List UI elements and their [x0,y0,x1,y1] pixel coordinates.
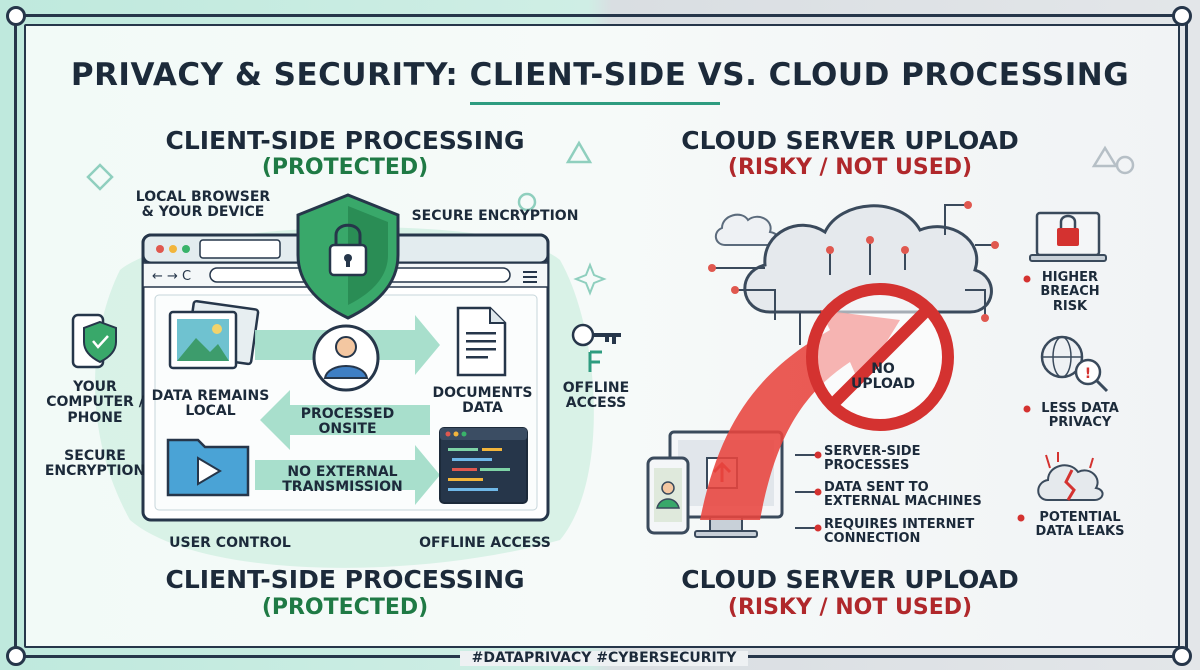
corner-ornament [6,6,26,26]
client-side-status: (PROTECTED) [261,155,429,180]
circuit-nodes [708,201,999,322]
callout-bullets [814,275,1031,532]
svg-text:← → C: ← → C [152,269,191,284]
arrow-left-mid [260,390,430,450]
corner-ornament [1172,6,1192,26]
cloud-upload-heading: CLOUD SERVER UPLOAD [681,126,1019,155]
client-side-bottom-heading: CLIENT-SIDE PROCESSING [165,565,525,594]
corner-ornament [1172,646,1192,666]
sparkle-decor [573,262,607,296]
footer-hashtags: #DATAPRIVACY #CYBERSECURITY [460,650,748,667]
cloud-upload-bottom-heading: CLOUD SERVER UPLOAD [681,565,1019,594]
laptop-lock-icon [1029,211,1107,262]
shield-lock-icon [296,193,400,320]
phone-user-icon [646,456,690,535]
user-control-label: USER CONTROL [169,535,291,551]
data-leak-cloud-icon [1037,452,1104,501]
local-browser-label: LOCAL BROWSER& YOUR DEVICE [135,189,271,221]
secure-encryption-top-label: SECURE ENCRYPTION [411,208,579,224]
corner-ornament [6,646,26,666]
phone-shield-icon [71,313,117,369]
triangle-decor [1091,145,1119,168]
page-title: PRIVACY & SECURITY: CLIENT-SIDE VS. CLOU… [70,57,1130,93]
upload-arrow [700,310,900,520]
client-side-bottom-status: (PROTECTED) [261,595,429,620]
document-icon [456,306,507,377]
circle-decor [517,192,537,212]
code-window-icon [439,427,528,504]
triangle-decor [565,140,593,164]
callout-lines [795,454,815,529]
photos-icon [168,299,260,370]
diamond-decor [86,163,114,191]
svg-text:!: ! [1085,366,1091,382]
video-folder-icon [166,438,250,497]
globe-warning-icon: ! [1040,335,1109,393]
circle-decor [1115,155,1135,175]
title-underline [470,102,720,105]
no-upload-sign-icon [806,283,954,431]
cloud-upload-bottom-status: (RISKY / NOT USED) [727,595,973,620]
small-cloud-icon [714,213,780,246]
user-icon [312,324,380,392]
key-icon [571,323,621,372]
client-side-heading: CLIENT-SIDE PROCESSING [165,126,525,155]
cloud-upload-status: (RISKY / NOT USED) [727,155,973,180]
offline-access-bottom-label: OFFLINE ACCESS [419,535,551,551]
arrow-right-bottom [255,445,440,505]
